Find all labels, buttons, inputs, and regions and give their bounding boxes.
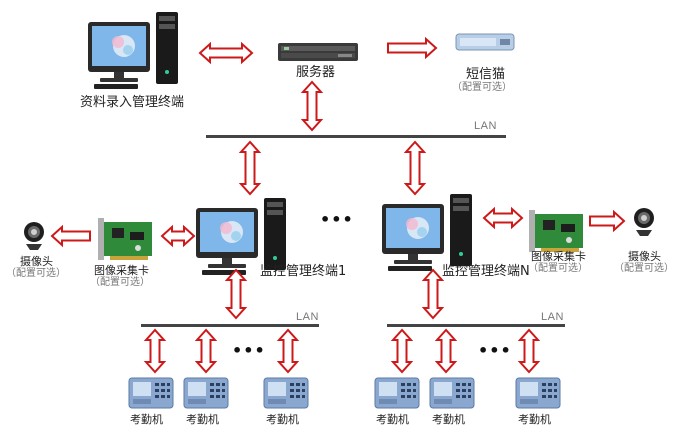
more-machines-left-ellipsis: ••• <box>232 341 266 360</box>
server-icon <box>278 43 358 61</box>
attendance-machine-icon <box>515 377 561 409</box>
more-terminals-ellipsis: ••• <box>320 210 354 229</box>
lan-bus-right <box>387 324 565 327</box>
camera-left-label: 摄像头 <box>20 255 53 268</box>
lan-monitor1-arrow <box>238 140 262 196</box>
monitor-terminal-1-label: 监控管理终端1 <box>260 264 347 279</box>
lan-attendance-arrow-3 <box>276 328 300 374</box>
main-lan-label: LAN <box>474 120 497 132</box>
more-machines-right-ellipsis: ••• <box>478 341 512 360</box>
lan-attendance-arrow-6 <box>517 328 541 374</box>
monitorn-card-arrow <box>482 206 524 230</box>
monitor-terminal-n-icon <box>382 194 472 271</box>
sms-modem-icon <box>455 33 515 51</box>
connection-arrows <box>50 36 626 374</box>
data-entry-terminal-label: 资料录入管理终端 <box>80 95 185 110</box>
server-lan-arrow <box>300 80 324 132</box>
lan-attendance-arrow-2 <box>194 328 218 374</box>
capture-card-left-label: 图像采集卡 <box>94 264 149 277</box>
attendance-machine-label: 考勤机 <box>518 413 551 426</box>
right-lan-label: LAN <box>541 311 564 323</box>
attendance-machine-label: 考勤机 <box>376 413 409 426</box>
attendance-machine-icon <box>263 377 309 409</box>
camera-left-icon <box>24 222 44 250</box>
lan-attendance-arrow-4 <box>390 328 414 374</box>
attendance-machine-icon <box>429 377 475 409</box>
lan-attendance-arrow-1 <box>143 328 167 374</box>
card-camera-right-arrow <box>589 209 626 233</box>
camera-right-label: 摄像头 <box>628 250 661 263</box>
capture-card-right-label: 图像采集卡 <box>531 250 586 263</box>
capture-card-right-icon <box>529 210 583 252</box>
capture-card-left-icon <box>98 218 152 260</box>
entry-server-arrow <box>198 41 254 65</box>
camera-left-note: （配置可选） <box>6 268 66 279</box>
monitor1-lan-arrow <box>224 268 248 320</box>
left-lan-label: LAN <box>296 311 319 323</box>
main-lan-bus <box>206 135 506 138</box>
attendance-machine-label: 考勤机 <box>186 413 219 426</box>
camera-right-icon <box>634 208 654 236</box>
card-monitor1-arrow <box>160 224 196 248</box>
server-modem-arrow <box>387 36 438 60</box>
camera-right-note: （配置可选） <box>614 263 674 274</box>
server-label: 服务器 <box>296 65 336 80</box>
lan-bus-left <box>141 324 319 327</box>
monitorn-lan-arrow <box>421 268 445 320</box>
sms-modem-label: 短信猫 <box>466 67 506 82</box>
capture-card-left-note: （配置可选） <box>90 277 150 288</box>
monitor-terminal-n-label: 监控管理终端N <box>442 264 530 279</box>
lan-attendance-arrow-5 <box>434 328 458 374</box>
capture-card-right-note: （配置可选） <box>528 263 588 274</box>
sms-modem-note: （配置可选） <box>452 82 512 93</box>
attendance-machine-icon <box>183 377 229 409</box>
attendance-machine-icon <box>128 377 174 409</box>
attendance-machine-label: 考勤机 <box>130 413 163 426</box>
card-camera-left-arrow <box>50 224 91 248</box>
attendance-machine-icon <box>374 377 420 409</box>
attendance-machine-label: 考勤机 <box>432 413 465 426</box>
data-entry-terminal-icon <box>88 12 178 89</box>
lan-monitorn-arrow <box>403 140 427 196</box>
attendance-machine-label: 考勤机 <box>266 413 299 426</box>
